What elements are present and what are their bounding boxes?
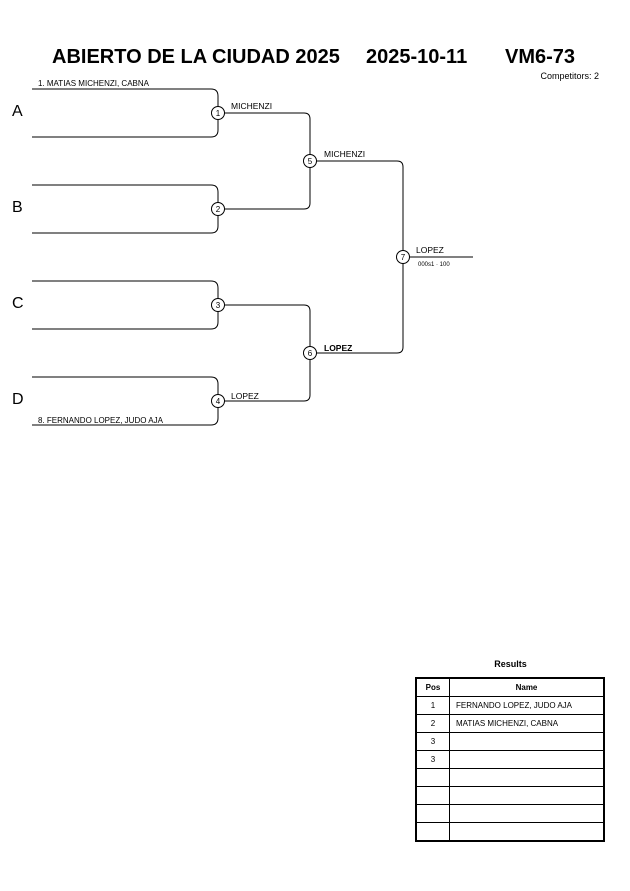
results-header-pos: Pos — [415, 677, 450, 697]
final-score: 000s1 · 100 — [418, 262, 450, 268]
competitors-count: Competitors: 2 — [540, 71, 599, 81]
results-pos: 3 — [415, 750, 450, 769]
results-pos: 1 — [415, 696, 450, 715]
page-title: ABIERTO DE LA CIUDAD 2025 2025-10-11 VM6… — [0, 46, 630, 70]
match-circle-2 — [211, 202, 225, 216]
results-name — [449, 750, 605, 769]
results-header-name: Name — [449, 677, 605, 697]
results-name — [449, 768, 605, 787]
tournament-name: ABIERTO DE LA CIUDAD 2025 — [52, 46, 340, 68]
match-circle-5 — [303, 154, 317, 168]
bracket-line-match-1 — [32, 88, 219, 138]
results-name — [449, 804, 605, 823]
bracket-line-match-3 — [32, 280, 219, 330]
entry-top-competitor: 1. MATIAS MICHENZI, CABNA — [38, 79, 150, 88]
results-header-row: Pos Name — [415, 677, 605, 697]
winner-label-match-5: MICHENZI — [324, 149, 365, 159]
winner-label-match-4: LOPEZ — [231, 391, 259, 401]
results-title: Results — [494, 659, 527, 669]
pool-label-d: D — [12, 391, 24, 408]
results-table: Pos Name 1 FERNANDO LOPEZ, JUDO AJA 2 MA… — [415, 677, 605, 842]
results-pos: 3 — [415, 732, 450, 751]
results-pos — [415, 822, 450, 842]
match-circle-7 — [396, 250, 410, 264]
table-row — [415, 822, 605, 842]
match-number-4: 4 — [216, 397, 221, 406]
category-label: VM6-73 — [505, 46, 576, 68]
winner-label-match-1: MICHENZI — [231, 101, 272, 111]
pool-label-a: A — [12, 103, 23, 120]
results-pos: 2 — [415, 714, 450, 733]
match-circle-6 — [303, 346, 317, 360]
table-row: 3 — [415, 732, 605, 751]
match-circle-1 — [211, 106, 225, 120]
table-row: 2 MATIAS MICHENZI, CABNA — [415, 714, 605, 733]
results-name: FERNANDO LOPEZ, JUDO AJA — [449, 696, 605, 715]
bracket-line-match-2 — [32, 184, 219, 234]
bracket-line-match-6 — [218, 304, 311, 402]
results-pos — [415, 786, 450, 805]
match-circle-4 — [211, 394, 225, 408]
table-row — [415, 804, 605, 823]
table-row — [415, 786, 605, 805]
results-name — [449, 732, 605, 751]
match-circle-3 — [211, 298, 225, 312]
match-number-7: 7 — [401, 253, 406, 262]
tournament-date: 2025-10-11 — [366, 46, 468, 68]
winner-label-final: LOPEZ — [416, 245, 444, 255]
pool-label-b: B — [12, 199, 23, 216]
results-name: MATIAS MICHENZI, CABNA — [449, 714, 605, 733]
results-name — [449, 822, 605, 842]
match-number-6: 6 — [308, 349, 313, 358]
results-pos — [415, 768, 450, 787]
match-number-5: 5 — [308, 157, 313, 166]
entry-bottom-competitor: 8. FERNANDO LOPEZ, JUDO AJA — [38, 416, 164, 425]
match-number-2: 2 — [216, 205, 221, 214]
bracket-line-match-5 — [218, 112, 311, 210]
table-row: 1 FERNANDO LOPEZ, JUDO AJA — [415, 696, 605, 715]
match-number-3: 3 — [216, 301, 221, 310]
pool-label-c: C — [12, 295, 24, 312]
table-row — [415, 768, 605, 787]
match-number-1: 1 — [216, 109, 221, 118]
table-row: 3 — [415, 750, 605, 769]
results-name — [449, 786, 605, 805]
results-pos — [415, 804, 450, 823]
winner-label-match-6: LOPEZ — [324, 343, 352, 353]
bracket-line-match-7 — [310, 160, 404, 354]
